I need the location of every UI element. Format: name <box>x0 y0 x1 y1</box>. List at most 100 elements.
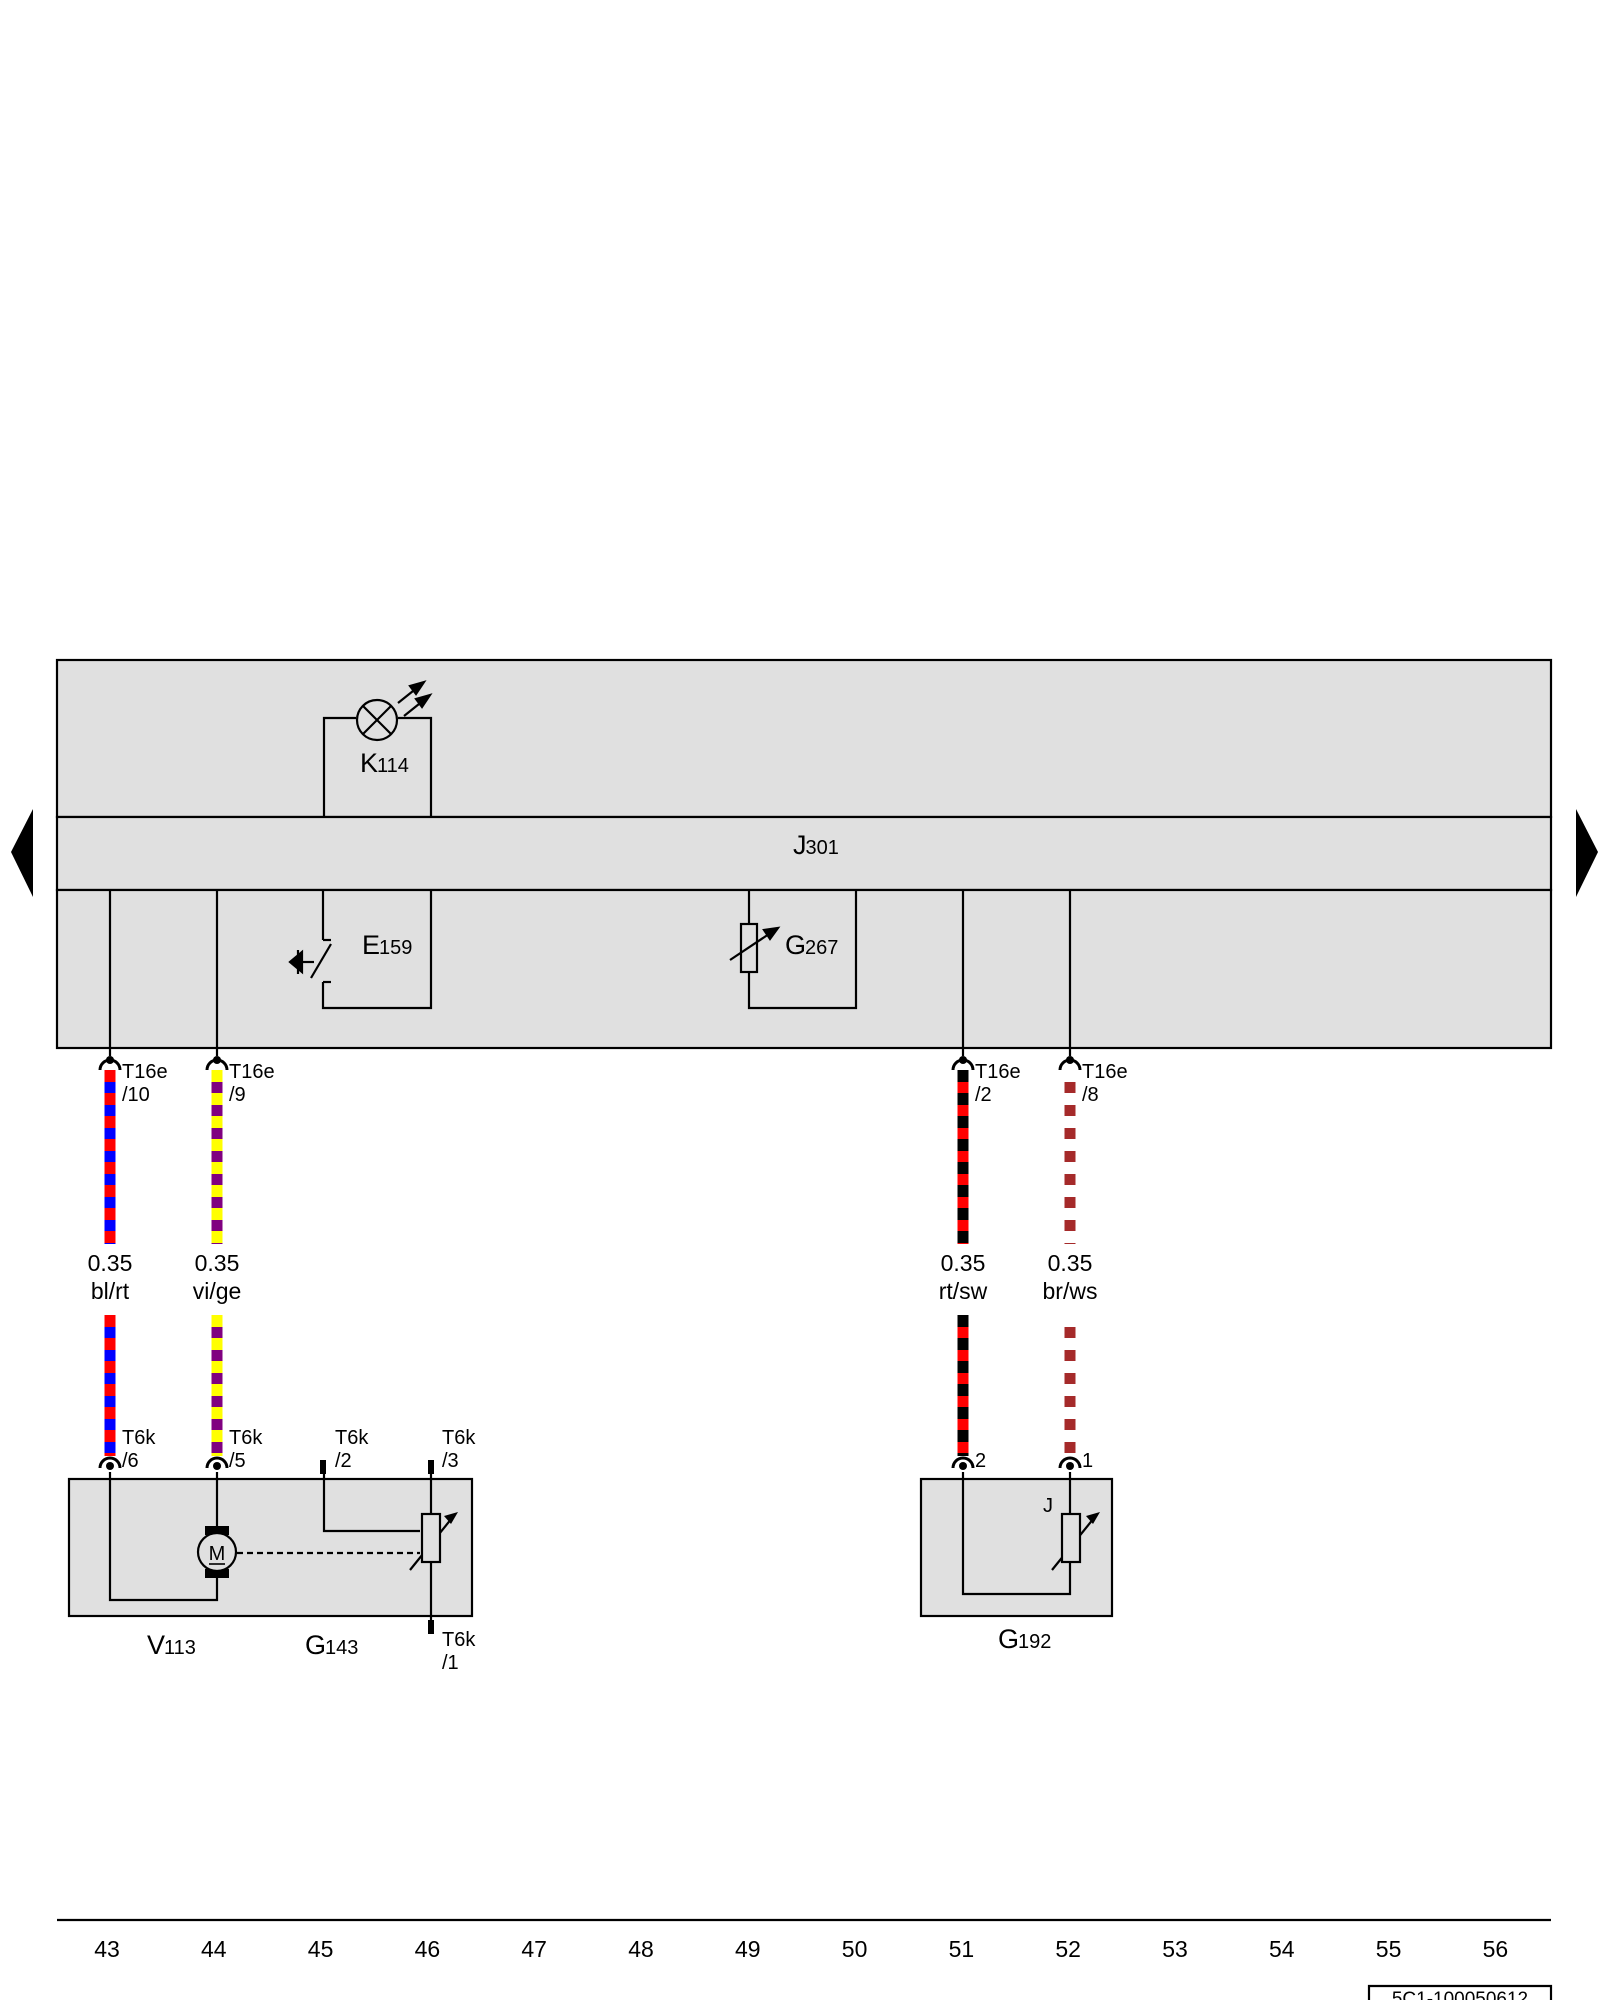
svg-text:T6k: T6k <box>335 1427 369 1449</box>
wire-stripe <box>104 1070 116 1082</box>
wire-stripe <box>211 1315 223 1327</box>
connector-g192-pin-1: 1 <box>1058 1450 1093 1472</box>
label-j301: J301 <box>793 830 839 860</box>
column-number: 45 <box>308 1936 334 1962</box>
wire-stripe <box>104 1162 116 1174</box>
column-number: 44 <box>201 1936 227 1962</box>
column-number: 56 <box>1483 1936 1509 1962</box>
wire-stripe <box>211 1407 223 1419</box>
wire-stripe <box>1064 1162 1076 1174</box>
column-number: 53 <box>1162 1936 1188 1962</box>
label-g267: G267 <box>785 930 838 960</box>
wire-stripe <box>211 1384 223 1396</box>
connector-t16e-8: T16e /8 <box>1058 1056 1128 1106</box>
document-id: 5C1-100050612 <box>1367 1984 1553 2000</box>
wire-stripe <box>211 1070 223 1082</box>
svg-text:T16e: T16e <box>229 1061 275 1083</box>
wire-stripe <box>1064 1185 1076 1197</box>
svg-text:J: J <box>1043 1495 1053 1517</box>
wire-label-w3: 0.35 rt/sw <box>939 1250 988 1304</box>
svg-text:/6: /6 <box>122 1450 139 1472</box>
connector-t16e-10: T16e /10 <box>98 1056 168 1106</box>
wire-stripe <box>957 1430 969 1442</box>
push-button-icon <box>288 949 304 975</box>
wire-stripe <box>957 1338 969 1350</box>
wire-stripe <box>1064 1453 1076 1456</box>
module-lower-band <box>55 888 1553 1050</box>
connector-g192-pin-2: 2 <box>951 1450 986 1472</box>
svg-text:T6k: T6k <box>122 1427 156 1449</box>
svg-text:vi/ge: vi/ge <box>193 1278 242 1304</box>
wire-stripe <box>1064 1407 1076 1419</box>
svg-text:T16e: T16e <box>975 1061 1021 1083</box>
wire-stripe <box>211 1162 223 1174</box>
wire-stripe <box>1064 1139 1076 1151</box>
wire-w1-segment-0 <box>104 1070 116 1244</box>
wire-stripe <box>211 1093 223 1105</box>
wire-stripe <box>211 1338 223 1350</box>
wire-stripe <box>104 1116 116 1128</box>
wire-stripe <box>1064 1315 1076 1327</box>
wire-stripe <box>104 1185 116 1197</box>
wire-stripe <box>957 1407 969 1419</box>
connector-t6k-1: T6k /1 <box>442 1629 476 1674</box>
wire-stripe <box>1064 1116 1076 1128</box>
wire-stripe <box>957 1208 969 1220</box>
label-g192: G192 <box>998 1624 1051 1654</box>
wire-stripe <box>104 1453 116 1456</box>
connector-icon <box>98 1456 122 1469</box>
column-number: 49 <box>735 1936 761 1962</box>
wire-stripe <box>957 1453 969 1456</box>
column-number: 46 <box>415 1936 441 1962</box>
column-number: 48 <box>628 1936 654 1962</box>
wire-stripe <box>1064 1093 1076 1105</box>
connector-t6k-5: T6k /5 <box>205 1427 263 1472</box>
wire-stripe <box>957 1185 969 1197</box>
wire-w4-segment-0 <box>1064 1070 1076 1244</box>
column-number: 54 <box>1269 1936 1295 1962</box>
svg-text:/8: /8 <box>1082 1084 1099 1106</box>
wire-stripe <box>957 1162 969 1174</box>
wire-stripe <box>957 1361 969 1373</box>
motor-icon <box>196 1531 238 1573</box>
previous-page-arrow-icon[interactable] <box>11 809 33 897</box>
label-v113: V113 <box>147 1630 196 1660</box>
wire-stripe <box>104 1384 116 1396</box>
variable-resistor-icon <box>1060 1512 1082 1564</box>
svg-text:T16e: T16e <box>1082 1061 1128 1083</box>
wire-stripe <box>1064 1338 1076 1350</box>
motor-assembly-v113-g143: M <box>67 1472 474 1634</box>
sensor-g192: J <box>919 1472 1114 1618</box>
svg-text:2: 2 <box>975 1450 986 1472</box>
svg-text:0.35: 0.35 <box>1048 1250 1093 1276</box>
wire-stripe <box>957 1093 969 1105</box>
module-j301-band <box>55 815 1553 892</box>
svg-text:5C1-100050612: 5C1-100050612 <box>1392 1989 1528 2000</box>
wire-stripe <box>104 1338 116 1350</box>
svg-text:/2: /2 <box>335 1450 352 1472</box>
svg-text:0.35: 0.35 <box>941 1250 986 1276</box>
next-page-arrow-icon[interactable] <box>1576 809 1598 897</box>
wire-stripe <box>957 1139 969 1151</box>
column-number: 52 <box>1055 1936 1081 1962</box>
column-number: 47 <box>521 1936 547 1962</box>
column-number: 43 <box>94 1936 120 1962</box>
column-number: 50 <box>842 1936 868 1962</box>
svg-text:/2: /2 <box>975 1084 992 1106</box>
wire-stripe <box>211 1116 223 1128</box>
svg-text:rt/sw: rt/sw <box>939 1278 988 1304</box>
svg-text:0.35: 0.35 <box>88 1250 133 1276</box>
svg-text:/1: /1 <box>442 1652 459 1674</box>
column-number: 51 <box>949 1936 975 1962</box>
svg-text:M: M <box>209 1543 226 1565</box>
wire-stripe <box>957 1384 969 1396</box>
wire-label-w4: 0.35 br/ws <box>1043 1250 1098 1304</box>
wire-stripe <box>211 1231 223 1243</box>
connector-icon <box>951 1456 975 1469</box>
svg-text:br/ws: br/ws <box>1043 1278 1098 1304</box>
svg-text:T16e: T16e <box>122 1061 168 1083</box>
connector-t16e-2: T16e /2 <box>951 1056 1021 1106</box>
wire-stripe <box>957 1070 969 1082</box>
